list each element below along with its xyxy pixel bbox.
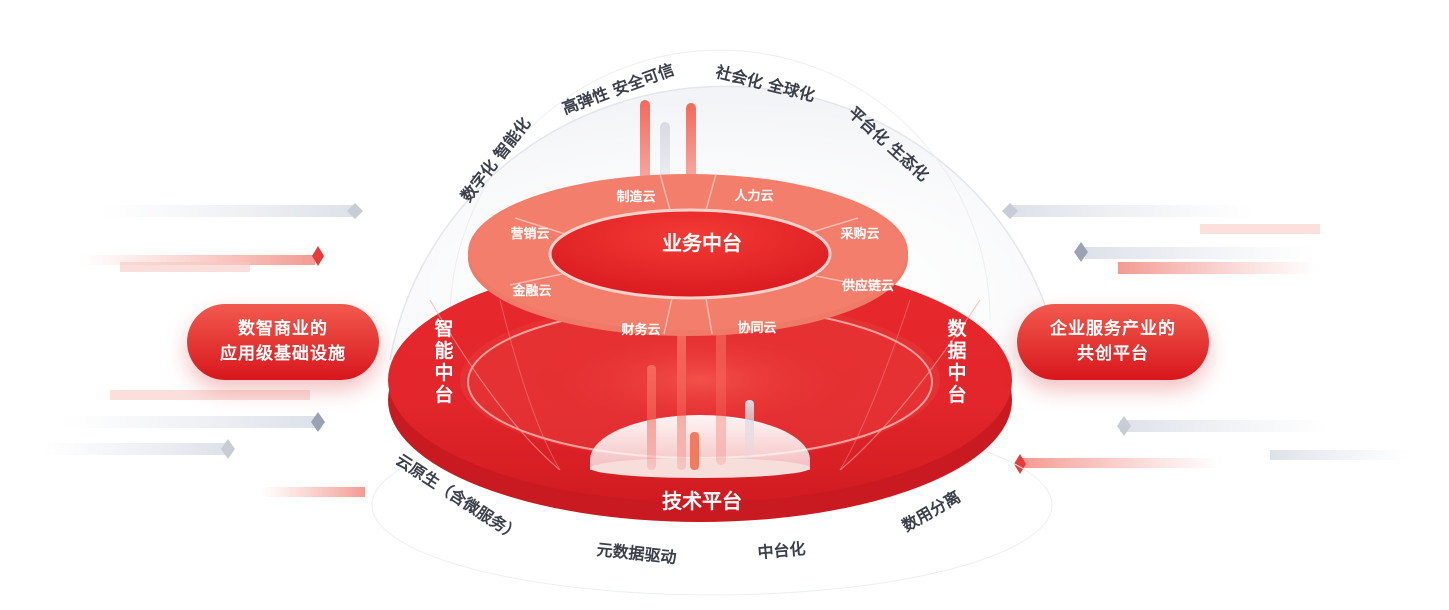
business-ring <box>468 173 908 336</box>
cloud-segment-label: 金融云 <box>511 283 551 299</box>
lower-platform-disk <box>388 258 1012 522</box>
co-creation-card-line1: 企业服务产业的 <box>1050 319 1176 339</box>
cloud-segment-label: 财务云 <box>621 322 660 338</box>
cloud-segment-label: 制造云 <box>616 189 655 205</box>
infrastructure-card-line1: 数智商业的 <box>238 319 328 339</box>
bottom-feature-label: 数用分离 <box>899 487 964 535</box>
tech-platform-label: 技术平台 <box>662 489 742 513</box>
cloud-segment-label: 人力云 <box>734 188 773 204</box>
right-decor-lines <box>1002 203 1410 474</box>
smart-platform-char: 中 <box>434 361 453 384</box>
smart-platform-char: 智 <box>434 317 453 340</box>
cloud-segment-label: 采购云 <box>839 226 879 242</box>
smart-platform-char: 台 <box>434 383 453 406</box>
business-platform-label: 业务中台 <box>662 231 742 255</box>
data-platform-char: 数 <box>947 317 967 340</box>
cloud-segment-label: 营销云 <box>510 226 549 242</box>
data-platform-char: 台 <box>947 383 966 406</box>
cloud-segment-label: 协同云 <box>737 320 776 336</box>
co-creation-card-line2: 共创平台 <box>1077 344 1149 364</box>
cloud-segment-label: 供应链云 <box>841 278 894 294</box>
co-creation-card: 企业服务产业的 共创平台 <box>1017 304 1209 380</box>
infrastructure-card-line2: 应用级基础设施 <box>220 344 346 364</box>
data-platform-char: 中 <box>947 361 966 384</box>
smart-platform-char: 能 <box>434 339 453 362</box>
infrastructure-card: 数智商业的 应用级基础设施 <box>187 304 379 380</box>
bottom-feature-label: 元数据驱动 <box>596 540 678 567</box>
left-decor-lines <box>40 203 365 497</box>
data-platform-char: 据 <box>947 339 966 362</box>
bottom-feature-label: 中台化 <box>757 539 806 562</box>
